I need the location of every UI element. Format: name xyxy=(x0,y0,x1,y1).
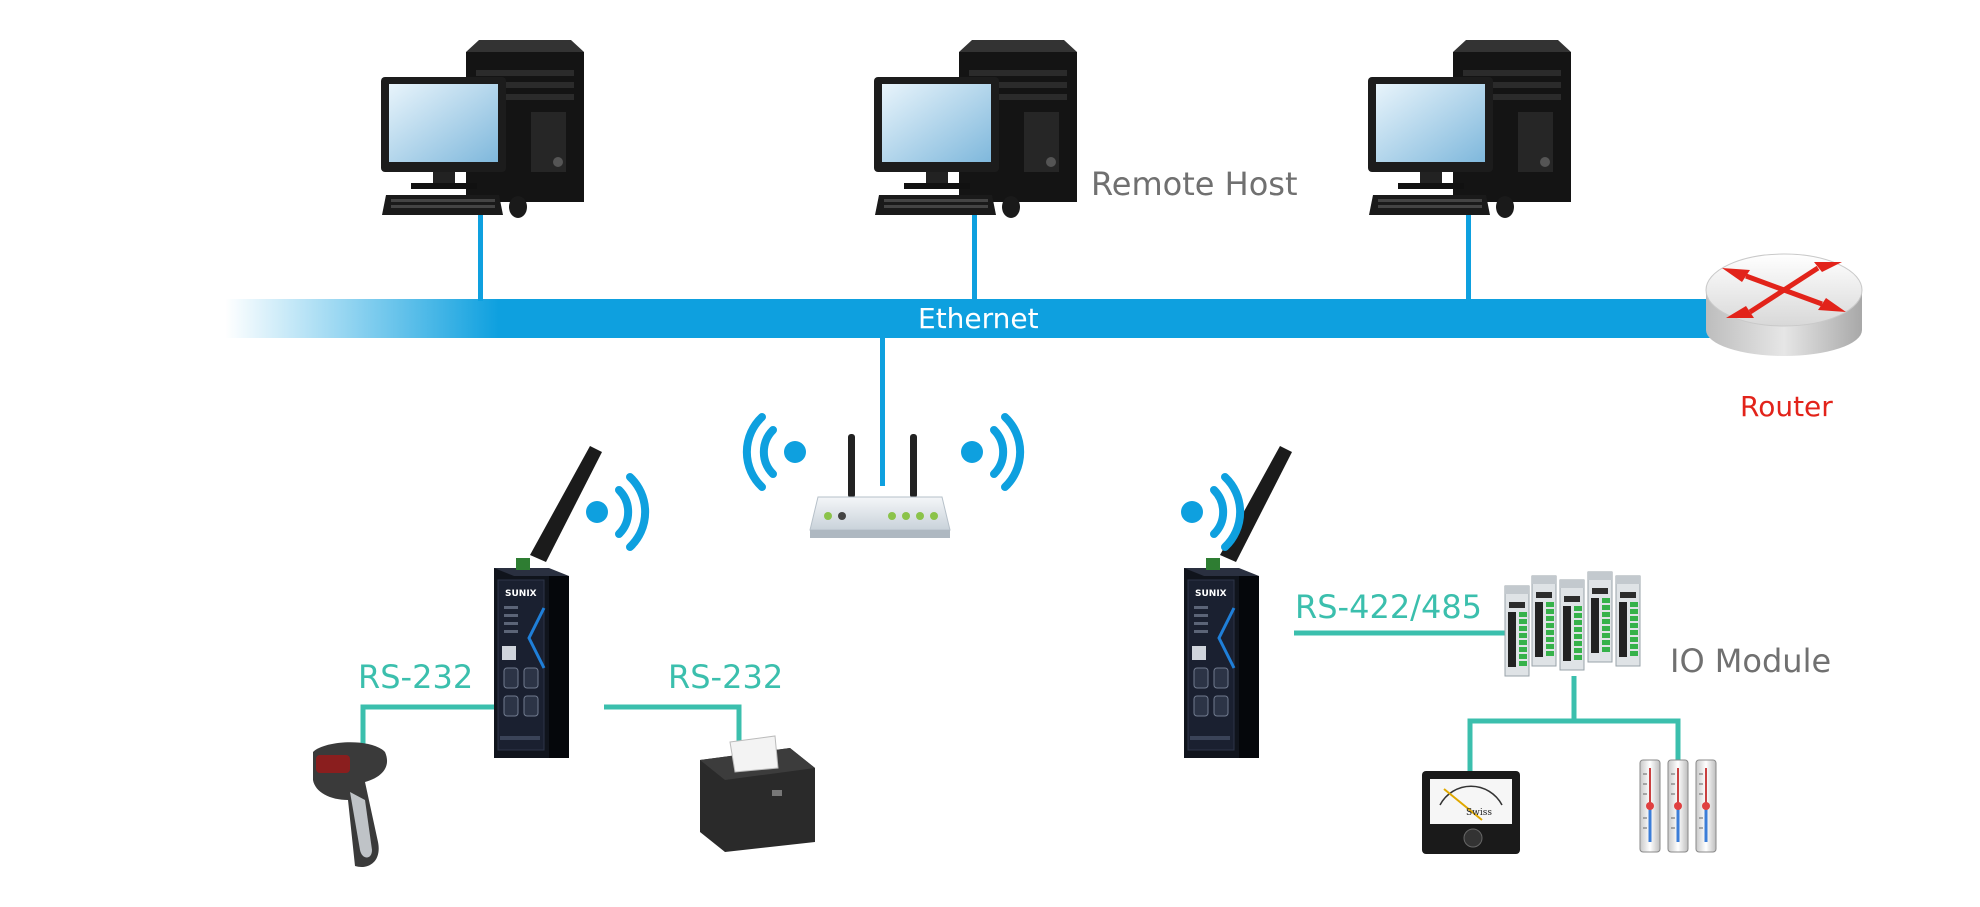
ethernet-bus xyxy=(225,299,1745,338)
wifi-signal-icon xyxy=(961,417,1020,487)
device-brand: SUNIX xyxy=(505,589,537,599)
io-link-sensors xyxy=(1467,676,1577,775)
io-module-icon xyxy=(1504,571,1641,677)
ethernet-drop-pc2 xyxy=(972,202,977,301)
io-link-sensors xyxy=(1574,718,1681,760)
computer-icon xyxy=(381,40,584,218)
ethernet-label: Ethernet xyxy=(918,302,1039,335)
meter-brand: Swiss xyxy=(1466,808,1492,818)
ethernet-drop-pc1 xyxy=(478,202,483,301)
wifi-signal-icon xyxy=(747,417,806,487)
thermometer-sensor-icon xyxy=(1638,758,1718,854)
computer-icon xyxy=(1368,40,1571,218)
remote-host-label: Remote Host xyxy=(1091,165,1298,203)
rs232-link-printer xyxy=(604,704,742,747)
rs422-485-label: RS-422/485 xyxy=(1295,588,1483,626)
ethernet-drop-ap xyxy=(880,336,885,486)
wifi-signal-icon xyxy=(586,477,645,547)
device-brand: SUNIX xyxy=(1195,589,1227,599)
barcode-scanner-icon xyxy=(313,742,388,867)
computer-icon xyxy=(874,40,1077,218)
io-module-label: IO Module xyxy=(1670,642,1832,680)
router-icon xyxy=(1705,253,1863,356)
rs232-right-label: RS-232 xyxy=(668,658,784,696)
router-label: Router xyxy=(1740,390,1833,423)
rs232-left-label: RS-232 xyxy=(358,658,474,696)
analog-meter-icon: Swiss xyxy=(1422,771,1520,854)
receipt-printer-icon xyxy=(700,735,815,852)
serial-links xyxy=(360,630,1681,775)
wireless-serial-device-server-icon: SUNIX xyxy=(492,446,602,760)
wireless-access-point-icon xyxy=(809,434,951,538)
ethernet-drop-pc3 xyxy=(1466,202,1471,301)
wifi-signal-icon xyxy=(1181,477,1240,547)
rs232-link-scanner xyxy=(360,704,494,745)
